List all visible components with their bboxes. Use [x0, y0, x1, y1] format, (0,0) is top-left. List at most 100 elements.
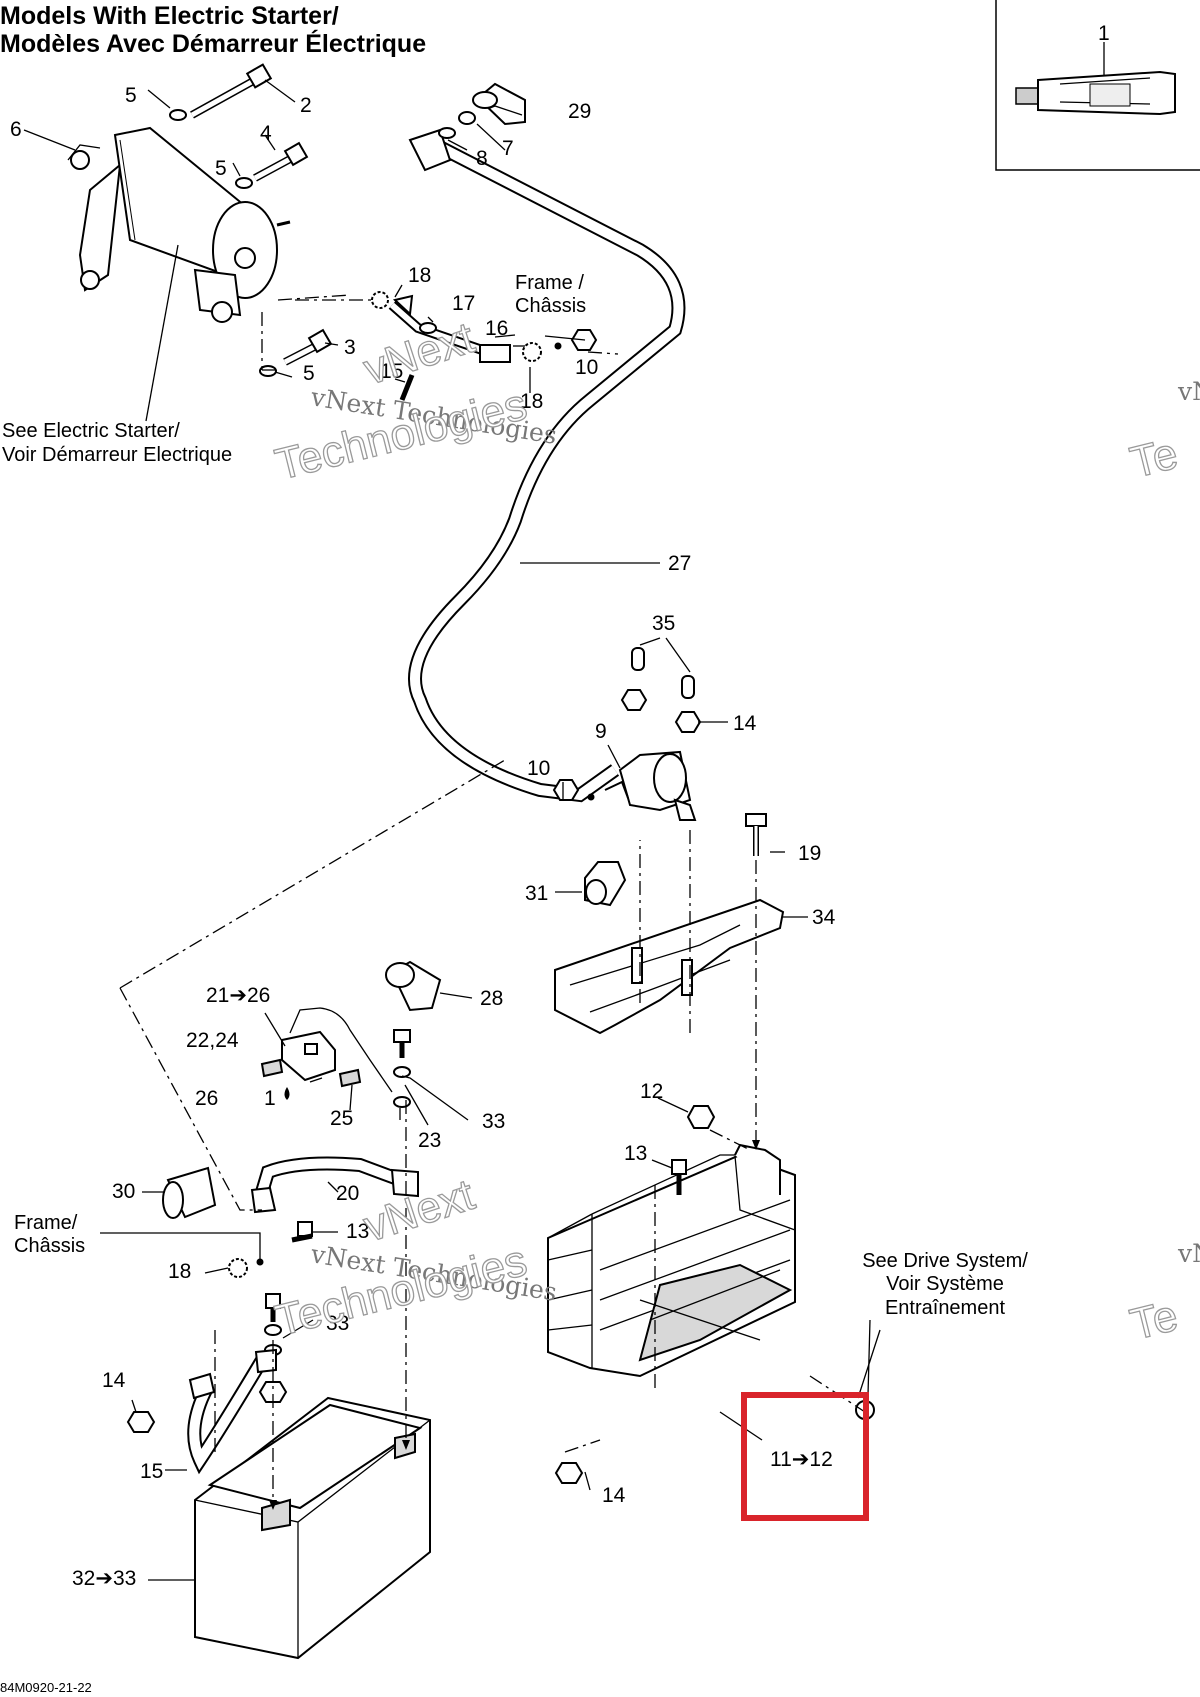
washer-33c-icon [264, 1324, 282, 1336]
drive-system-note-line3: Entraînement [885, 1297, 1006, 1319]
label-13a: 13 [624, 1142, 647, 1165]
label-3: 3 [344, 336, 356, 359]
label-1b: 1 [264, 1087, 276, 1110]
electric-starter-icon [67, 126, 291, 323]
washer-17-icon [419, 322, 437, 334]
washer-8-icon [438, 127, 456, 139]
boot-29-icon [472, 82, 526, 126]
frame-note-2-line2: Châssis [14, 1235, 85, 1257]
bolt-13b-icon [291, 1221, 313, 1243]
washer-5a-icon [169, 109, 187, 121]
label-28: 28 [480, 987, 503, 1010]
label-23: 23 [418, 1129, 441, 1152]
label-9: 9 [595, 720, 607, 743]
bolt-13a-icon [671, 1159, 687, 1195]
cable-27-icon [408, 128, 686, 803]
label-20: 20 [336, 1182, 359, 1205]
watermark-edge-small-2: vN [1177, 1239, 1200, 1268]
label-33a: 33 [482, 1110, 505, 1133]
nut-14b-icon [126, 1411, 156, 1433]
label-30: 30 [112, 1180, 135, 1203]
label-18b: 18 [520, 390, 543, 413]
notes: Frame / Châssis See Electric Starter/ Vo… [2, 272, 1028, 1319]
label-11-12: 11➔12 [770, 1448, 833, 1471]
drawing-code: 84M0920-21-22 [0, 1680, 92, 1695]
washer-7-icon [458, 111, 476, 125]
label-17: 17 [452, 292, 475, 315]
label-5b: 5 [215, 157, 227, 180]
label-33b: 33 [326, 1312, 349, 1335]
bolt-19-icon [745, 813, 767, 856]
drive-system-note-line1: See Drive System/ [862, 1250, 1028, 1272]
label-35: 35 [652, 612, 675, 635]
label-14b: 14 [102, 1369, 126, 1392]
watermark-edge-large-1: Te [1126, 429, 1183, 488]
inset-box [995, 0, 1200, 171]
label-2: 2 [300, 94, 312, 117]
cable-16-icon [388, 294, 511, 363]
nut-14c-icon [554, 1462, 584, 1484]
label-25: 25 [330, 1107, 353, 1130]
electric-starter-note-line2: Voir Démarreur Electrique [2, 444, 232, 466]
nut-35-icon [620, 689, 648, 711]
nut-10b-icon [552, 779, 580, 801]
diagram-title: Models With Electric Starter/ Modèles Av… [0, 2, 426, 58]
label-8: 8 [476, 147, 488, 170]
label-14a: 14 [733, 712, 757, 735]
label-18a: 18 [408, 264, 431, 287]
label-26: 26 [195, 1087, 218, 1110]
label-19: 19 [798, 842, 821, 865]
label-5a: 5 [125, 84, 137, 107]
label-31: 31 [525, 882, 548, 905]
boot-31-icon [584, 861, 627, 907]
watermark-edge-small-1: vN [1177, 377, 1200, 406]
title-line-1: Models With Electric Starter/ [0, 2, 339, 30]
fuse-1-icon [284, 1087, 290, 1100]
bolt-3-icon [283, 328, 333, 366]
frame-note-1-line2: Châssis [515, 295, 586, 317]
label-4: 4 [260, 122, 272, 145]
screw-15a-icon [399, 374, 415, 401]
label-14c: 14 [602, 1484, 626, 1507]
label-34: 34 [812, 906, 836, 929]
bolt-23-icon [393, 1029, 411, 1058]
nut-33-icon [258, 1381, 288, 1403]
bolt-2-icon [190, 63, 273, 119]
washer-33a-icon [393, 1066, 411, 1078]
washer-5b-icon [235, 177, 253, 189]
title-line-2: Modèles Avec Démarreur Électrique [0, 30, 427, 58]
battery-icon [194, 1396, 431, 1660]
label-15b: 15 [140, 1460, 163, 1483]
lockwasher-18c-icon [228, 1258, 248, 1278]
label-1: 1 [1098, 22, 1110, 45]
boot-28-icon [385, 960, 442, 1012]
cap-35a-icon [631, 647, 645, 671]
label-5c: 5 [303, 362, 315, 385]
watermark-small-2: vNext [358, 1170, 480, 1251]
solenoid-9-icon [604, 750, 697, 821]
label-15a: 15 [380, 360, 403, 383]
electric-starter-note-line1: See Electric Starter/ [2, 420, 180, 442]
label-10a: 10 [575, 356, 598, 379]
boot-30-icon [162, 1166, 217, 1219]
part-number-labels: 1 5 2 6 4 5 29 7 8 18 17 16 3 5 10 15 18… [10, 22, 1110, 1590]
fuse-holder-icon [260, 1007, 393, 1093]
watermark-edge-large-2: Te [1126, 1291, 1183, 1350]
bolt-33b-icon [265, 1293, 281, 1322]
bolt-4-icon [253, 141, 309, 182]
washer-5c-icon [259, 365, 277, 377]
drive-system-note-line2: Voir Système [886, 1273, 1004, 1295]
label-22-24: 22,24 [186, 1029, 239, 1052]
label-18c: 18 [168, 1260, 191, 1283]
label-6: 6 [10, 118, 22, 141]
frame-note-1-line1: Frame / [515, 272, 584, 294]
cable-20-icon [250, 1156, 419, 1214]
sealant-tube-icon [1015, 70, 1176, 116]
highlight-box [741, 1392, 869, 1521]
label-7: 7 [502, 137, 514, 160]
lockwasher-18a-icon [371, 291, 389, 309]
nut-12-icon [686, 1105, 716, 1129]
frame-note-2-line1: Frame/ [14, 1212, 78, 1234]
label-32-33: 32➔33 [72, 1567, 136, 1590]
